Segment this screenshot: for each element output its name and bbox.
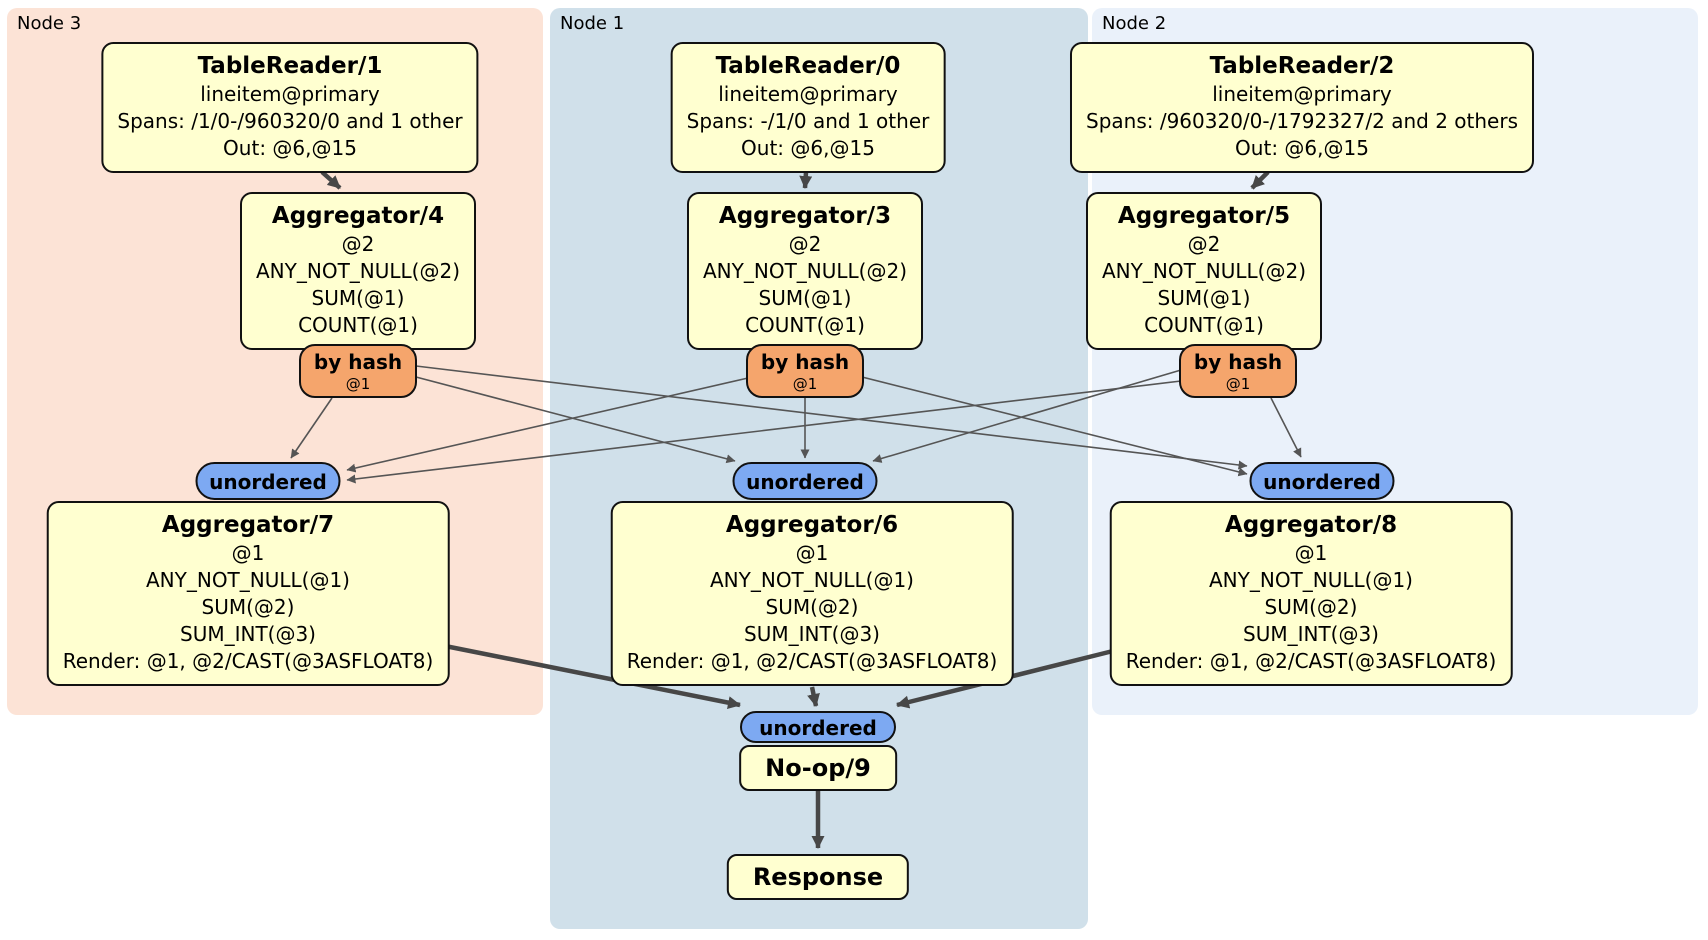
processor-aggregator-5: Aggregator/5 @2 ANY_NOT_NULL(@2) SUM(@1)…	[1086, 192, 1322, 350]
processor-detail: SUM(@2)	[201, 595, 295, 619]
processor-detail: ANY_NOT_NULL(@2)	[1102, 259, 1306, 283]
processor-detail: Render: @1, @2/CAST(@3ASFLOAT8)	[62, 649, 434, 673]
processor-title: Aggregator/3	[718, 203, 892, 229]
processor-title: TableReader/2	[1209, 53, 1395, 79]
processor-aggregator-8: Aggregator/8 @1 ANY_NOT_NULL(@1) SUM(@2)…	[1109, 501, 1513, 686]
processor-aggregator-7: Aggregator/7 @1 ANY_NOT_NULL(@1) SUM(@2)…	[46, 501, 450, 686]
processor-detail: COUNT(@1)	[298, 313, 418, 337]
processor-detail: SUM(@2)	[765, 595, 859, 619]
processor-detail: ANY_NOT_NULL(@2)	[703, 259, 907, 283]
processor-detail: lineitem@primary	[200, 82, 380, 106]
panel-node1-label: Node 1	[560, 13, 625, 34]
response-box: Response	[726, 854, 910, 900]
router-by-hash-node2: by hash @1	[1179, 344, 1297, 398]
stream-unordered-final: unordered	[740, 711, 896, 743]
processor-title: Aggregator/6	[725, 512, 899, 538]
router-key: @1	[792, 375, 818, 393]
processor-title: Aggregator/4	[271, 203, 445, 229]
processor-noop-9: No-op/9	[739, 745, 897, 791]
router-by-hash-node3: by hash @1	[299, 344, 417, 398]
stream-unordered-node2: unordered	[1249, 462, 1395, 500]
processor-detail: Out: @6,@15	[1235, 136, 1369, 160]
response-title: Response	[752, 863, 884, 891]
router-label: by hash	[760, 350, 850, 374]
processor-title: Aggregator/7	[161, 512, 335, 538]
processor-detail: ANY_NOT_NULL(@2)	[256, 259, 460, 283]
processor-detail: Spans: /1/0-/960320/0 and 1 other	[117, 109, 463, 133]
router-key: @1	[1225, 375, 1251, 393]
processor-detail: Spans: -/1/0 and 1 other	[686, 109, 930, 133]
processor-detail: @2	[341, 232, 375, 256]
router-label: by hash	[1193, 350, 1283, 374]
processor-aggregator-4: Aggregator/4 @2 ANY_NOT_NULL(@2) SUM(@1)…	[240, 192, 476, 350]
processor-tablereader-1: TableReader/1 lineitem@primary Spans: /1…	[101, 42, 479, 173]
panel-node2-label: Node 2	[1102, 13, 1167, 34]
processor-detail: Render: @1, @2/CAST(@3ASFLOAT8)	[626, 649, 998, 673]
processor-detail: Out: @6,@15	[741, 136, 875, 160]
processor-detail: SUM(@1)	[758, 286, 852, 310]
processor-aggregator-6: Aggregator/6 @1 ANY_NOT_NULL(@1) SUM(@2)…	[610, 501, 1014, 686]
processor-detail: SUM(@2)	[1264, 595, 1358, 619]
processor-detail: SUM(@1)	[311, 286, 405, 310]
router-key: @1	[345, 375, 371, 393]
processor-detail: SUM(@1)	[1157, 286, 1251, 310]
processor-detail: ANY_NOT_NULL(@1)	[145, 568, 350, 592]
processor-title: Aggregator/5	[1117, 203, 1291, 229]
processor-detail: ANY_NOT_NULL(@1)	[709, 568, 914, 592]
processor-detail: @2	[1187, 232, 1221, 256]
router-label: by hash	[313, 350, 403, 374]
processor-title: TableReader/0	[715, 53, 901, 79]
processor-tablereader-0: TableReader/0 lineitem@primary Spans: -/…	[670, 42, 946, 173]
processor-detail: COUNT(@1)	[1144, 313, 1264, 337]
processor-detail: @1	[231, 541, 265, 565]
processor-aggregator-3: Aggregator/3 @2 ANY_NOT_NULL(@2) SUM(@1)…	[687, 192, 923, 350]
processor-detail: Spans: /960320/0-/1792327/2 and 2 others	[1085, 109, 1519, 133]
processor-detail: lineitem@primary	[718, 82, 898, 106]
router-by-hash-node1: by hash @1	[746, 344, 864, 398]
processor-tablereader-2: TableReader/2 lineitem@primary Spans: /9…	[1069, 42, 1535, 173]
stream-unordered-node3: unordered	[195, 462, 341, 500]
processor-detail: lineitem@primary	[1212, 82, 1392, 106]
processor-detail: Out: @6,@15	[223, 136, 357, 160]
processor-detail: SUM_INT(@3)	[743, 622, 880, 646]
processor-title: No-op/9	[765, 754, 871, 782]
panel-node3-label: Node 3	[17, 13, 82, 34]
processor-detail: ANY_NOT_NULL(@1)	[1208, 568, 1413, 592]
stream-unordered-node1: unordered	[732, 462, 878, 500]
processor-title: TableReader/1	[197, 53, 383, 79]
processor-detail: COUNT(@1)	[745, 313, 865, 337]
processor-detail: @2	[788, 232, 822, 256]
processor-detail: Render: @1, @2/CAST(@3ASFLOAT8)	[1125, 649, 1497, 673]
processor-detail: @1	[1294, 541, 1328, 565]
processor-title: Aggregator/8	[1224, 512, 1398, 538]
processor-detail: SUM_INT(@3)	[179, 622, 316, 646]
processor-detail: @1	[795, 541, 829, 565]
processor-detail: SUM_INT(@3)	[1242, 622, 1379, 646]
